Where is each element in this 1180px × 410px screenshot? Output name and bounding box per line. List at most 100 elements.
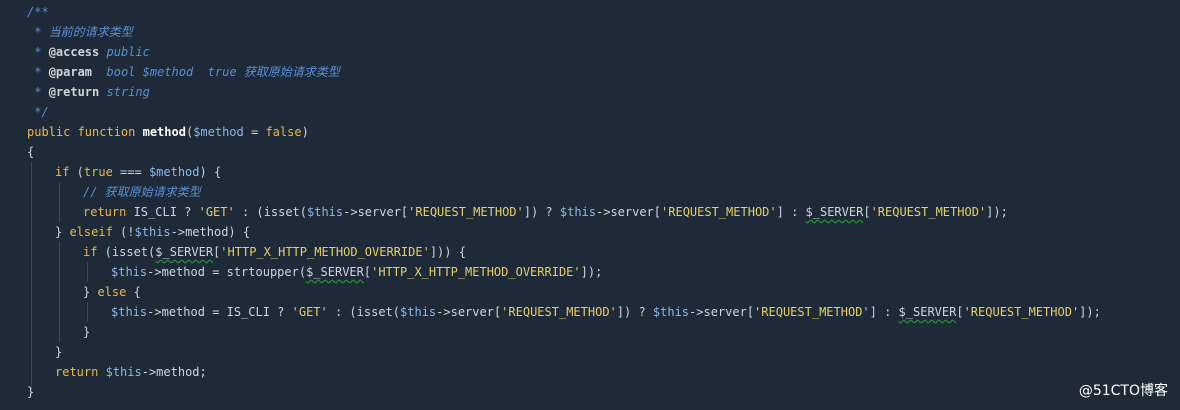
code-text: ->server[ bbox=[596, 205, 662, 219]
string-literal: 'HTTP_X_HTTP_METHOD_OVERRIDE' bbox=[371, 265, 581, 279]
code-line: // 获取原始请求类型 bbox=[0, 182, 1180, 202]
keyword-return: return bbox=[55, 365, 99, 379]
variable-this: $this bbox=[400, 305, 437, 319]
function-isset: isset bbox=[356, 305, 393, 319]
variable-this: $this bbox=[134, 225, 171, 239]
variable-this: $this bbox=[559, 205, 596, 219]
code-line: { bbox=[0, 142, 1180, 162]
watermark: @51CTO博客 bbox=[1078, 383, 1168, 399]
string-literal: 'REQUEST_METHOD' bbox=[870, 205, 987, 219]
string-literal: 'REQUEST_METHOD' bbox=[963, 305, 1080, 319]
doc-comment-close: */ bbox=[27, 105, 49, 119]
code-text: ] : bbox=[869, 305, 899, 319]
variable-this: $this bbox=[111, 305, 148, 319]
code-line: } else { bbox=[0, 282, 1180, 302]
code-text: (! bbox=[112, 225, 135, 239]
string-literal: 'REQUEST_METHOD' bbox=[501, 305, 617, 319]
variable-this: $this bbox=[111, 265, 148, 279]
code-line: if (isset($_SERVER['HTTP_X_HTTP_METHOD_O… bbox=[0, 242, 1180, 262]
code-text: [ bbox=[956, 305, 964, 319]
code-line: /** bbox=[0, 2, 1180, 22]
code-text bbox=[98, 365, 105, 379]
code-text: ]) ? bbox=[523, 205, 560, 219]
keyword-return: return bbox=[83, 205, 127, 219]
superglobal-server: $_SERVER bbox=[306, 265, 364, 279]
code-line: public function method($method = false) bbox=[0, 122, 1180, 142]
string-literal: 'REQUEST_METHOD' bbox=[408, 205, 524, 219]
variable: $method bbox=[148, 165, 200, 179]
code-text: [ bbox=[213, 245, 221, 259]
doc-tag-param: @param bbox=[48, 65, 93, 79]
code-text: ] : bbox=[776, 205, 806, 219]
doc-param-value: bool $method true 获取原始请求类型 bbox=[92, 65, 340, 79]
function-isset: isset bbox=[111, 245, 149, 259]
paren: ) { bbox=[199, 165, 222, 179]
keyword-true: true bbox=[83, 165, 113, 179]
superglobal-server: $_SERVER bbox=[898, 305, 957, 319]
string-literal: 'REQUEST_METHOD' bbox=[754, 305, 870, 319]
paren: ( bbox=[69, 165, 84, 179]
brace-close: } bbox=[27, 385, 35, 399]
brace-open: { bbox=[27, 145, 35, 159]
variable-this: $this bbox=[652, 305, 690, 319]
param-variable: $method bbox=[193, 125, 244, 139]
code-line: } elseif (!$this->method) { bbox=[0, 222, 1180, 242]
doc-comment-prefix: * bbox=[27, 45, 49, 59]
code-text: ]); bbox=[1079, 305, 1101, 319]
brace-close: } bbox=[55, 345, 63, 359]
code-line: * @param bool $method true 获取原始请求类型 bbox=[0, 62, 1180, 82]
code-text: : ( bbox=[234, 205, 264, 219]
function-name: method bbox=[142, 125, 186, 139]
code-text: ]); bbox=[580, 265, 603, 279]
operator: === bbox=[112, 165, 149, 179]
string-literal: 'HTTP_X_HTTP_METHOD_OVERRIDE' bbox=[220, 245, 430, 259]
code-area[interactable]: /** * 当前的请求类型 * @access public * @param … bbox=[0, 2, 1180, 402]
superglobal-server: $_SERVER bbox=[155, 245, 214, 259]
default-value: false bbox=[265, 125, 302, 139]
string-literal: 'REQUEST_METHOD' bbox=[661, 205, 777, 219]
code-line: if (true === $method) { bbox=[0, 162, 1180, 182]
doc-tag-return: @return bbox=[48, 85, 100, 99]
indent-guide bbox=[87, 262, 88, 282]
code-text: IS_CLI ? bbox=[126, 205, 199, 219]
indent-guide bbox=[31, 162, 32, 390]
string-literal: 'GET' bbox=[198, 205, 235, 219]
code-text: ( bbox=[299, 205, 307, 219]
keyword-if: if bbox=[55, 165, 70, 179]
code-text: ( bbox=[148, 245, 156, 259]
code-line: * @return string bbox=[0, 82, 1180, 102]
code-line: return IS_CLI ? 'GET' : (isset($this->se… bbox=[0, 202, 1180, 222]
code-text: ->server[ bbox=[436, 305, 502, 319]
code-line: } bbox=[0, 322, 1180, 342]
code-text: ->method = strtoupper( bbox=[147, 265, 307, 279]
code-text: ]) ? bbox=[616, 305, 653, 319]
code-line: $this->method = strtoupper($_SERVER['HTT… bbox=[0, 262, 1180, 282]
code-text: ( bbox=[97, 245, 112, 259]
code-line: return $this->method; bbox=[0, 362, 1180, 382]
doc-comment-prefix: * bbox=[27, 85, 49, 99]
inline-comment: // 获取原始请求类型 bbox=[83, 185, 201, 199]
code-text: ->method = IS_CLI ? bbox=[147, 305, 292, 319]
indent-guide bbox=[87, 302, 88, 322]
code-text: ->method) { bbox=[170, 225, 251, 239]
code-text: : ( bbox=[327, 305, 357, 319]
keyword-else: else bbox=[97, 285, 127, 299]
brace-close: } bbox=[83, 325, 91, 339]
indent-guide bbox=[59, 182, 60, 222]
function-isset: isset bbox=[263, 205, 300, 219]
code-text: ( bbox=[392, 305, 401, 319]
code-line: * 当前的请求类型 bbox=[0, 22, 1180, 42]
brace-close: } bbox=[83, 285, 98, 299]
code-text: [ bbox=[363, 265, 372, 279]
variable-this: $this bbox=[307, 205, 344, 219]
code-text: ->server[ bbox=[343, 205, 409, 219]
code-line: $this->method = IS_CLI ? 'GET' : (isset(… bbox=[0, 302, 1180, 322]
code-line: } bbox=[0, 382, 1180, 402]
code-line: * @access public bbox=[0, 42, 1180, 62]
paren: ( bbox=[185, 125, 194, 139]
keyword-elseif: elseif bbox=[69, 225, 113, 239]
brace-close: } bbox=[55, 225, 70, 239]
code-line: */ bbox=[0, 102, 1180, 122]
code-text: [ bbox=[863, 205, 871, 219]
